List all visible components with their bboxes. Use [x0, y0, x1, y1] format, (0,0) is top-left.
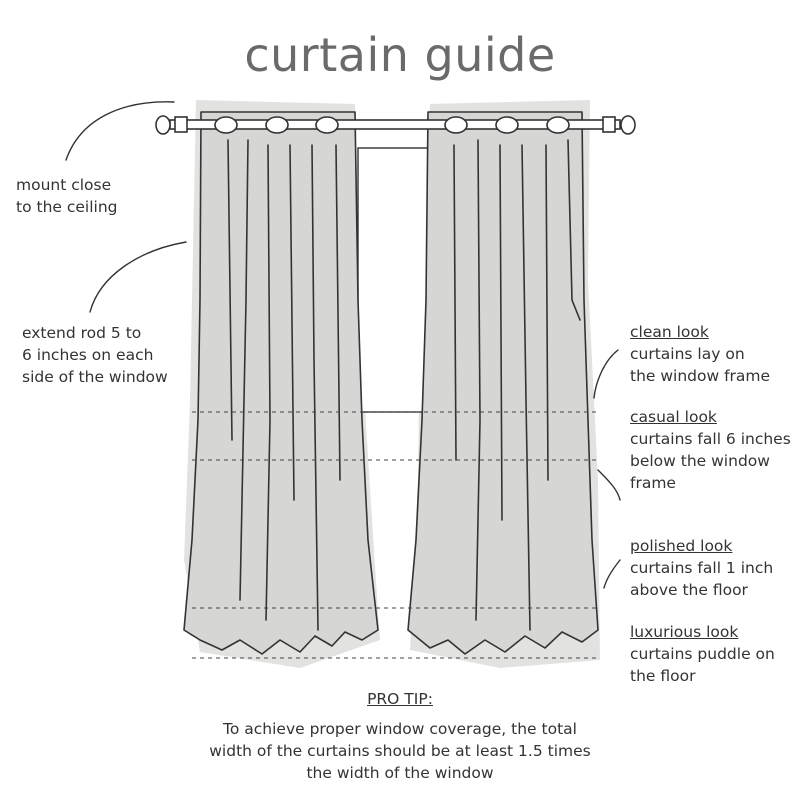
curtain-rod — [155, 115, 636, 135]
clean-look-heading: clean look — [630, 323, 709, 341]
clean-look-note: clean look curtains lay on the window fr… — [630, 323, 771, 385]
curtain-grommets — [214, 116, 570, 134]
luxurious-look-note: luxurious look curtains puddle on the fl… — [630, 623, 775, 685]
extend-rod-note: extend rod 5 to 6 inches on each side of… — [22, 324, 168, 386]
page-title: curtain guide — [244, 28, 556, 82]
mount-note: mount close to the ceiling — [16, 176, 118, 216]
pro-tip-heading: PRO TIP: — [367, 690, 433, 708]
luxurious-look-heading: luxurious look — [630, 623, 739, 641]
left-curtain-pleats — [227, 139, 341, 631]
length-guide-lines — [192, 411, 600, 659]
polished-look-note: polished look curtains fall 1 inch above… — [630, 537, 774, 599]
pointer-lines — [65, 101, 621, 589]
left-curtain — [183, 111, 379, 655]
casual-look-note: casual look curtains fall 6 inches below… — [630, 408, 791, 492]
window-pane — [357, 147, 429, 413]
right-curtain — [407, 111, 599, 655]
right-curtain-pleats — [453, 139, 581, 631]
polished-look-heading: polished look — [630, 537, 733, 555]
casual-look-heading: casual look — [630, 408, 717, 426]
pro-tip: PRO TIP: To achieve proper window covera… — [0, 688, 800, 784]
